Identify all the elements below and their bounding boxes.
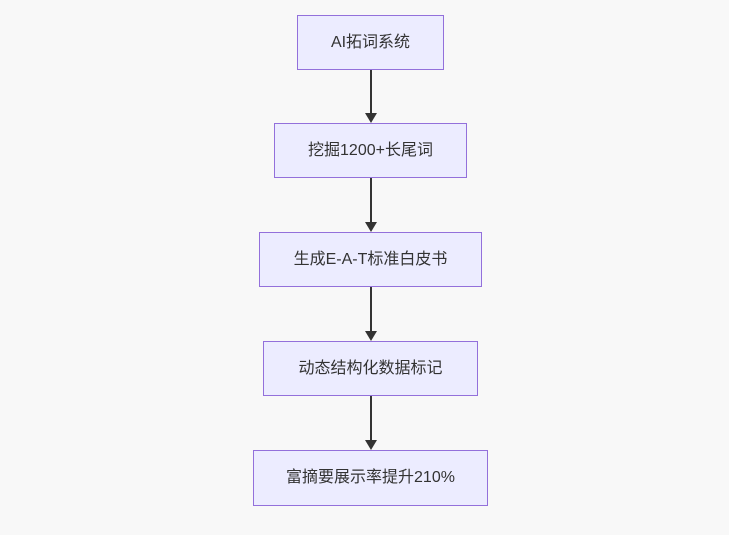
flow-node-eat-whitepaper: 生成E-A-T标准白皮书 <box>259 232 482 287</box>
flow-node-label: 挖掘1200+长尾词 <box>308 141 433 159</box>
arrowhead-down-icon <box>364 440 377 450</box>
arrowhead-down-icon <box>364 331 377 341</box>
flow-node-label: AI拓词系统 <box>330 33 411 51</box>
flow-node-label: 富摘要展示率提升210% <box>286 469 455 486</box>
arrow-line <box>369 178 372 222</box>
flow-arrow-3 <box>364 287 377 341</box>
arrow-line <box>369 287 372 331</box>
flow-arrow-4 <box>364 396 377 450</box>
flow-node-rich-snippet-result: 富摘要展示率提升210% <box>253 450 488 506</box>
flow-node-label: 动态结构化数据标记 <box>298 359 443 377</box>
arrowhead-down-icon <box>364 222 377 232</box>
flow-arrow-2 <box>364 178 377 232</box>
arrow-line <box>369 396 372 440</box>
flow-node-ai-word-expansion: AI拓词系统 <box>297 15 444 70</box>
flow-arrow-1 <box>364 70 377 123</box>
arrow-line <box>369 70 372 113</box>
flow-node-longtail-mining: 挖掘1200+长尾词 <box>274 123 467 178</box>
arrowhead-down-icon <box>364 113 377 123</box>
flow-node-structured-data-markup: 动态结构化数据标记 <box>263 341 478 396</box>
flow-node-label: 生成E-A-T标准白皮书 <box>293 250 448 268</box>
